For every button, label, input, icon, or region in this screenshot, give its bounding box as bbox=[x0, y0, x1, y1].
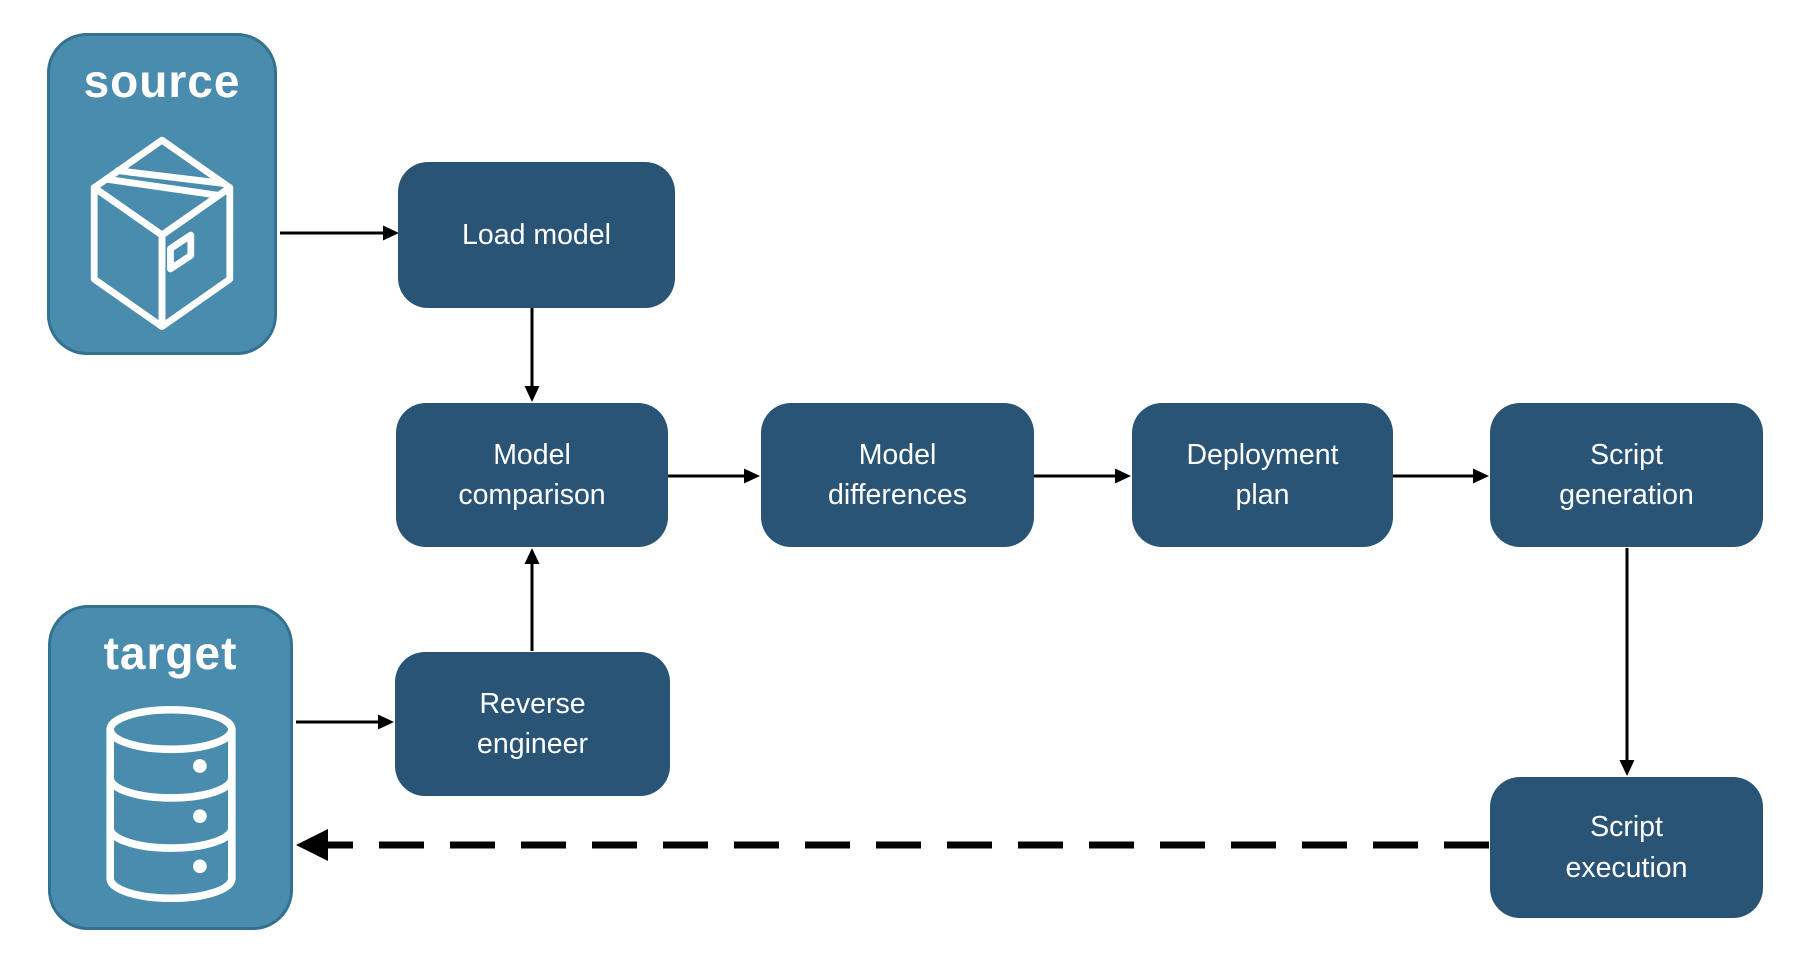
node-deployment-plan[interactable]: Deployment plan bbox=[1132, 403, 1393, 547]
reverse-engineer-label: Reverse engineer bbox=[477, 687, 588, 760]
node-target[interactable]: target bbox=[48, 605, 293, 930]
model-comparison-label: Model comparison bbox=[458, 438, 606, 511]
node-reverse-engineer[interactable]: Reverse engineer bbox=[395, 652, 670, 796]
node-source[interactable]: source bbox=[47, 33, 277, 355]
load-model-label: Load model bbox=[462, 218, 611, 251]
edge-target-to-reverse-engineer bbox=[296, 714, 394, 730]
database-icon bbox=[51, 680, 290, 927]
edge-source-to-load-model bbox=[280, 225, 399, 241]
script-execution-label: Script execution bbox=[1565, 811, 1688, 884]
node-model-comparison[interactable]: Model comparison bbox=[396, 403, 668, 547]
node-load-model[interactable]: Load model bbox=[398, 162, 675, 308]
edge-load-model-to-model-comparison bbox=[524, 308, 540, 402]
node-script-execution[interactable]: Script execution bbox=[1490, 777, 1763, 918]
model-differences-label: Model differences bbox=[828, 438, 967, 511]
script-generation-label: Script generation bbox=[1559, 438, 1694, 511]
target-label: target bbox=[103, 627, 238, 679]
package-icon bbox=[50, 108, 274, 352]
edge-model-differences-to-deployment-plan bbox=[1034, 468, 1131, 484]
edge-script-generation-to-script-execution bbox=[1619, 548, 1635, 776]
deployment-plan-label: Deployment plan bbox=[1186, 438, 1339, 511]
edge-deployment-plan-to-script-generation bbox=[1393, 468, 1489, 484]
edge-model-comparison-to-model-differences bbox=[668, 468, 760, 484]
node-model-differences[interactable]: Model differences bbox=[761, 403, 1034, 547]
edge-reverse-engineer-to-model-comparison bbox=[524, 548, 540, 651]
source-label: source bbox=[83, 55, 241, 107]
edge-script-execution-to-target bbox=[296, 829, 1489, 861]
node-script-generation[interactable]: Script generation bbox=[1490, 403, 1763, 547]
